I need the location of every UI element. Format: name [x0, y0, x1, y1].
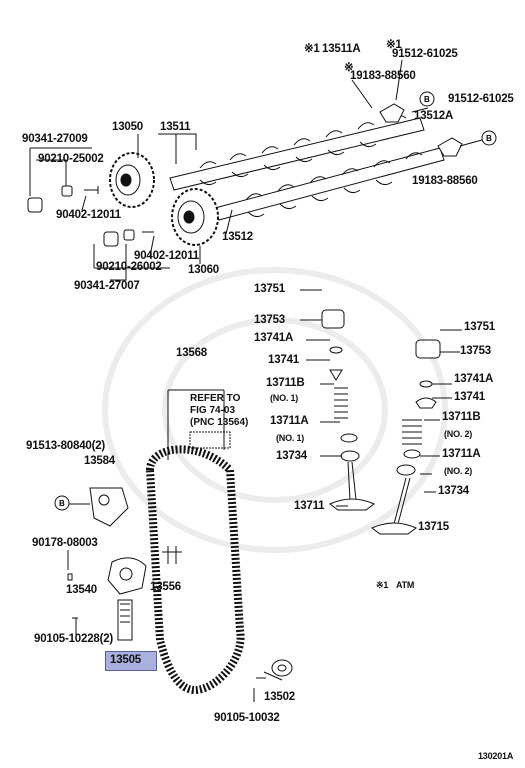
no2-qualifier-b: (NO. 2) [444, 466, 473, 476]
part-90210-25002-label[interactable]: 90210-25002 [38, 153, 104, 165]
valve-train-no2 [371, 329, 462, 535]
part-13734-right-label[interactable]: 13734 [438, 485, 469, 497]
part-19183-88560-top-label[interactable]: 19183-88560 [350, 70, 416, 82]
part-13711B-left-label[interactable]: 13711B [266, 377, 305, 389]
part-13715-label[interactable]: 13715 [418, 521, 449, 533]
part-13060-label[interactable]: 13060 [188, 264, 219, 276]
part-91512-61025-right-label[interactable]: 91512-61025 [448, 93, 514, 105]
part-91512-61025-top-label[interactable]: 91512-61025 [392, 48, 458, 60]
callout-b-3: B [59, 499, 65, 508]
part-13511A-label[interactable]: 13511A [322, 43, 361, 55]
part-13505-label: 13505 [110, 654, 141, 666]
part-91513-80840-label[interactable]: 91513-80840(2) [26, 440, 106, 452]
part-13734-left-label[interactable]: 13734 [276, 450, 307, 462]
part-90402-12011-b-label[interactable]: 90402-12011 [134, 250, 199, 262]
part-13751-right-label[interactable]: 13751 [464, 321, 495, 333]
part-13741A-left-label[interactable]: 13741A [254, 332, 294, 344]
camshaft-lower [214, 147, 445, 221]
part-19183-88560-right-label[interactable]: 19183-88560 [412, 175, 478, 187]
camshaft-timing-gear-13060 [171, 188, 219, 246]
part-13711A-right-label[interactable]: 13711A [442, 448, 481, 460]
part-13711-label[interactable]: 13711 [294, 500, 325, 512]
star1-mark-91512: ※1 [386, 39, 402, 51]
part-90210-26002-label[interactable]: 90210-26002 [96, 261, 162, 273]
watermark-logo [102, 267, 448, 553]
cam-bolts-and-plugs [27, 185, 154, 247]
part-13753-left-label[interactable]: 13753 [254, 314, 285, 326]
cam-position-brackets [351, 59, 483, 157]
part-13741-left-label[interactable]: 13741 [268, 354, 299, 366]
part-13568-label[interactable]: 13568 [176, 347, 207, 359]
callout-b-1: B [424, 95, 430, 104]
part-13556-label[interactable]: 13556 [150, 581, 181, 593]
part-90178-08003-label[interactable]: 90178-08003 [32, 537, 98, 549]
part-90105-10228-label[interactable]: 90105-10228(2) [34, 633, 114, 645]
part-13711B-right-label[interactable]: 13711B [442, 411, 481, 423]
figure-code: 130201A [478, 751, 514, 761]
timing-belt-13568 [145, 389, 245, 695]
part-13512A-label[interactable]: 13512A [414, 110, 454, 122]
no2-qualifier-a: (NO. 2) [444, 429, 473, 439]
part-13584-label[interactable]: 13584 [84, 455, 115, 467]
star-mark-19183: ※ [344, 62, 354, 74]
part-13741A-right-label[interactable]: 13741A [454, 373, 494, 385]
refer-to-note: REFER TO FIG 74-03 (PNC 13564) [190, 393, 249, 428]
part-13050-label[interactable]: 13050 [112, 121, 143, 133]
part-13753-right-label[interactable]: 13753 [460, 345, 491, 357]
part-90341-27009-label[interactable]: 90341-27009 [22, 133, 88, 145]
no1-qualifier-a: (NO. 1) [270, 393, 299, 403]
no1-qualifier-b: (NO. 1) [276, 433, 305, 443]
camshaft-timing-gear-13050 [109, 152, 155, 208]
camshaft-upper [169, 115, 425, 191]
part-13741-right-label[interactable]: 13741 [454, 391, 485, 403]
callout-b-2: B [486, 134, 492, 143]
part-13711A-left-label[interactable]: 13711A [270, 415, 309, 427]
refer-box [189, 431, 231, 449]
atm-footnote: ATM [396, 580, 415, 590]
leaders-upper [29, 133, 233, 281]
star1-mark-atm: ※1 [376, 580, 389, 590]
part-13502-label[interactable]: 13502 [264, 691, 295, 703]
part-90341-27007-label[interactable]: 90341-27007 [74, 280, 140, 292]
part-13540-label[interactable]: 13540 [66, 584, 97, 596]
part-13511-label[interactable]: 13511 [160, 121, 191, 133]
highlighted-part-13505[interactable]: 13505 [105, 651, 157, 671]
tensioner-parts [66, 487, 293, 702]
part-13751-left-label[interactable]: 13751 [254, 283, 285, 295]
star1-mark-13511A: ※1 [304, 43, 320, 55]
callout-b-marks: B B B [54, 91, 497, 511]
valve-train-no1 [300, 289, 375, 511]
part-90105-10032-label[interactable]: 90105-10032 [214, 712, 280, 724]
part-13512-label[interactable]: 13512 [222, 231, 253, 243]
part-90402-12011-a-label[interactable]: 90402-12011 [56, 209, 121, 221]
